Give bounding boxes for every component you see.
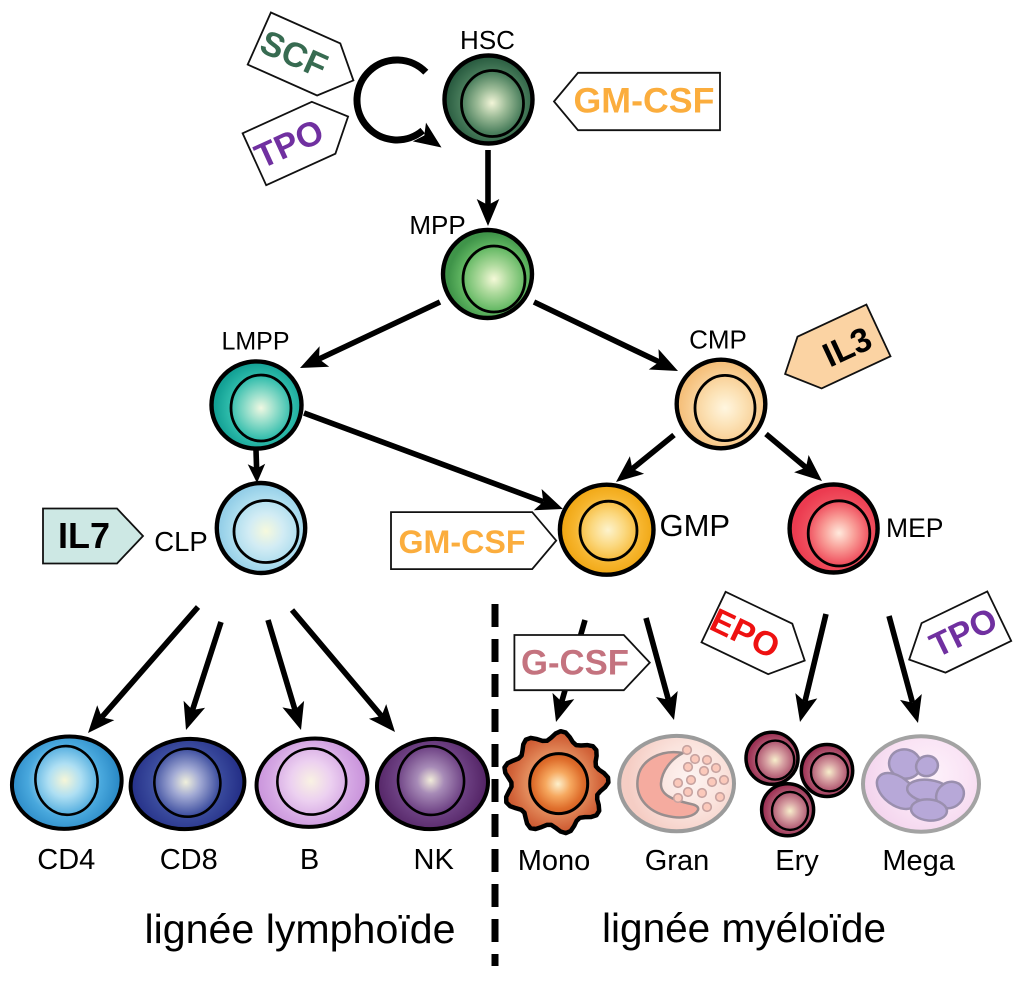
svg-text:Gran: Gran: [645, 845, 709, 877]
svg-text:LMPP: LMPP: [221, 328, 289, 356]
svg-text:CD4: CD4: [37, 844, 95, 876]
svg-text:IL7: IL7: [58, 515, 110, 556]
svg-text:NK: NK: [414, 844, 455, 876]
svg-text:Mono: Mono: [518, 845, 591, 877]
svg-text:HSC: HSC: [460, 25, 515, 55]
svg-text:CD8: CD8: [160, 844, 218, 876]
svg-text:GM-CSF: GM-CSF: [574, 81, 715, 121]
svg-text:GM-CSF: GM-CSF: [399, 524, 526, 560]
svg-text:MEP: MEP: [886, 513, 943, 543]
svg-text:Ery: Ery: [775, 845, 819, 877]
svg-text:CMP: CMP: [689, 325, 747, 355]
svg-text:CLP: CLP: [154, 526, 208, 557]
svg-text:lignée lymphoïde: lignée lymphoïde: [145, 906, 456, 952]
svg-text:lignée myéloïde: lignée myéloïde: [602, 905, 886, 951]
svg-text:MPP: MPP: [409, 210, 465, 240]
svg-text:G-CSF: G-CSF: [521, 644, 629, 683]
svg-text:Mega: Mega: [882, 845, 955, 877]
svg-text:GMP: GMP: [660, 508, 731, 543]
svg-text:B: B: [300, 844, 319, 876]
